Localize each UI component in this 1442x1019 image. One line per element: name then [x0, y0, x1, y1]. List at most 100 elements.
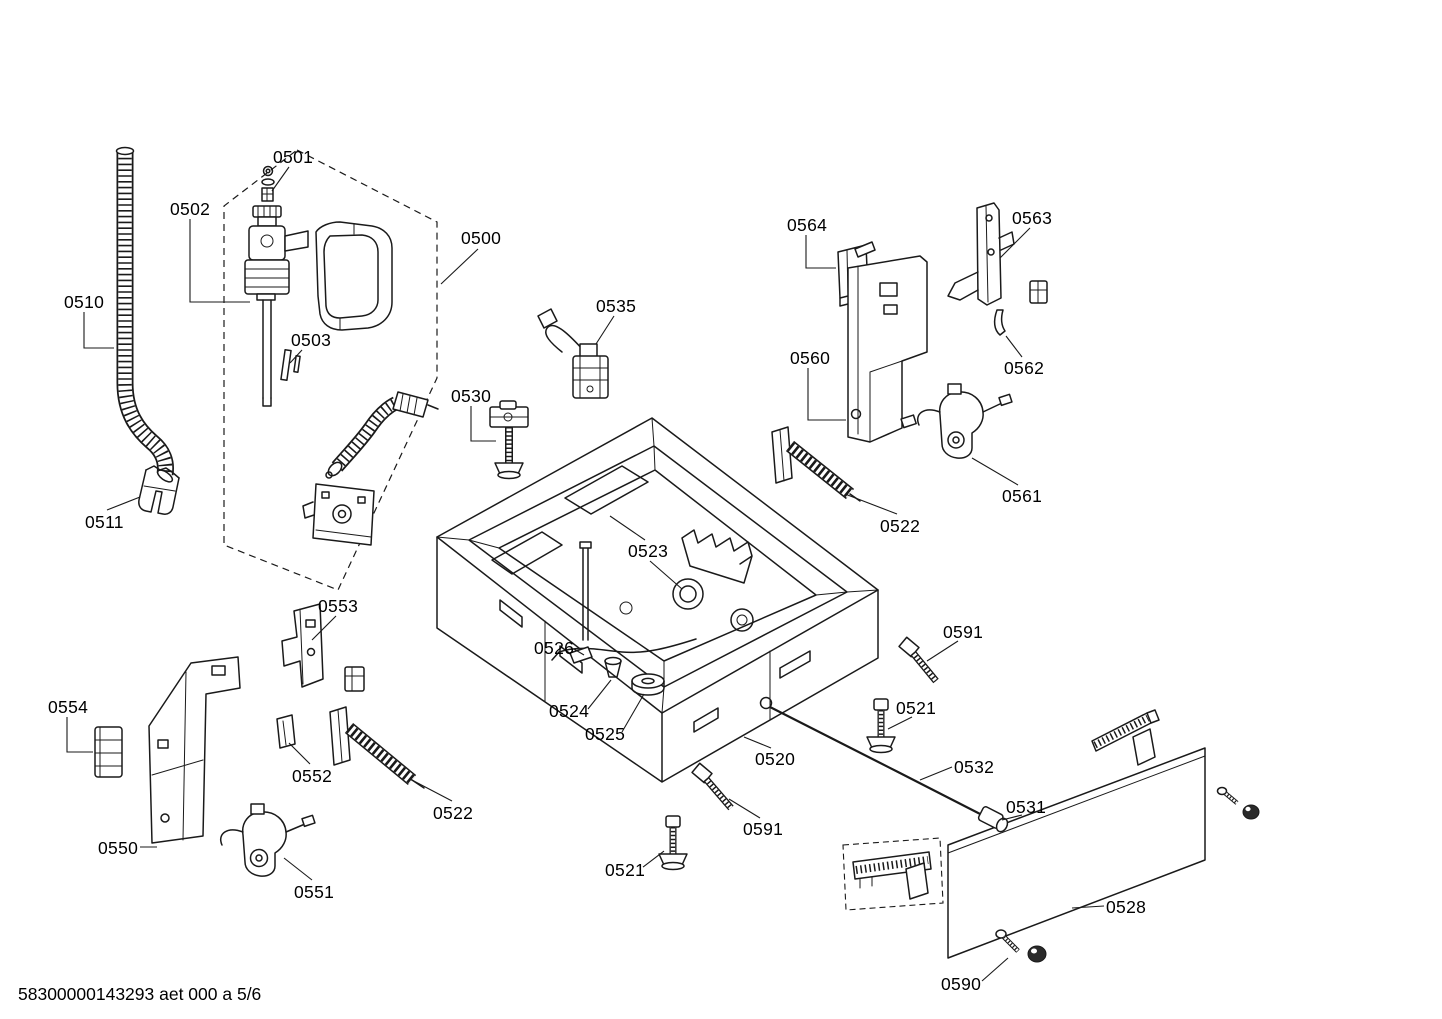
- part-label-0591-right: 0591: [943, 622, 984, 642]
- part-label-0531: 0531: [1006, 797, 1047, 817]
- drain-hose: [115, 146, 174, 483]
- leader-0523b: [649, 560, 683, 590]
- part-label-0551: 0551: [294, 882, 335, 902]
- screw-0591-right: [898, 636, 939, 684]
- part-label-0521-left: 0521: [605, 860, 646, 880]
- part-label-0590: 0590: [941, 974, 982, 994]
- leader-0552: [288, 742, 311, 765]
- part-label-0554: 0554: [48, 697, 89, 717]
- leader-0521-left: [642, 850, 665, 868]
- leader-0510: [83, 312, 114, 349]
- leader-0500: [440, 248, 479, 285]
- sleeve-0531: [977, 806, 1009, 833]
- screw-0591-left: [691, 762, 734, 811]
- part-label-0560: 0560: [790, 348, 831, 368]
- part-label-0503: 0503: [291, 330, 332, 350]
- leader-0531: [1001, 814, 1023, 821]
- terminal-strip-group-0590: [842, 837, 944, 911]
- part-label-0521-right: 0521: [896, 698, 937, 718]
- foot-bolt-0521-left: [658, 815, 688, 871]
- leader-0525: [621, 693, 645, 733]
- base-tub: [436, 417, 879, 783]
- hose-clip-fork: [138, 465, 180, 515]
- adjustable-foot-0530: [489, 400, 529, 480]
- aquastop-valve: [244, 165, 309, 407]
- leader-0528: [1071, 905, 1105, 909]
- riser-tube-parts: [280, 348, 301, 382]
- tension-spring-right: [771, 426, 861, 502]
- leader-0522-right: [844, 493, 898, 515]
- leader-0530: [470, 406, 496, 442]
- leader-0554: [66, 717, 93, 753]
- clip-small: [344, 666, 365, 692]
- microswitch-cable: [537, 308, 609, 399]
- leader-0564: [805, 235, 836, 269]
- part-label-0553: 0553: [318, 596, 359, 616]
- part-label-0502: 0502: [170, 199, 211, 219]
- leader-0526: [573, 648, 585, 656]
- part-label-0564: 0564: [787, 215, 828, 235]
- foot-bolt-0521-right: [866, 698, 896, 754]
- mounting-bracket-0550: [148, 656, 241, 844]
- inlet-valve-group-outline: [223, 149, 438, 591]
- actuator-motor-0561: [900, 383, 1013, 459]
- part-label-0500: 0500: [461, 228, 502, 248]
- clip-0562: [993, 280, 1048, 336]
- part-label-0511: 0511: [85, 512, 124, 532]
- leader-0532: [919, 766, 953, 781]
- leader-0502: [189, 219, 250, 303]
- part-label-0591-left: 0591: [743, 819, 784, 839]
- leader-0511: [106, 496, 141, 511]
- part-label-0526: 0526: [534, 638, 575, 658]
- leader-0522-left: [409, 778, 453, 802]
- part-label-0550: 0550: [98, 838, 139, 858]
- valve-outlet-hose: [325, 391, 439, 479]
- part-label-0535: 0535: [596, 296, 637, 316]
- screws-0590: [995, 929, 1047, 963]
- leader-0535: [595, 315, 615, 345]
- leader-0591-left: [728, 798, 761, 819]
- leader-0501: [271, 166, 290, 192]
- leader-0562: [1005, 335, 1023, 358]
- document-number: 58300000143293 aet 000 a 5/6: [18, 984, 262, 1004]
- leader-0563: [999, 227, 1031, 259]
- mounting-panel-0560: [847, 241, 928, 443]
- leader-0551: [283, 857, 313, 881]
- part-label-0522-right: 0522: [880, 516, 921, 536]
- part-label-0528: 0528: [1106, 897, 1147, 917]
- valve-mounting-plate: [302, 483, 375, 546]
- leader-0553: [311, 615, 337, 641]
- leader-0590: [981, 957, 1009, 982]
- leader-0560: [807, 368, 846, 421]
- leader-0561: [971, 457, 1019, 486]
- clip-0552: [276, 714, 296, 749]
- leader-0591-right: [926, 640, 959, 662]
- terminal-strip-top: [1091, 709, 1160, 766]
- part-label-0524: 0524: [549, 701, 590, 721]
- part-label-0530: 0530: [451, 386, 492, 406]
- door-spring-rod-0532: [769, 706, 987, 818]
- valve-housing: [315, 221, 393, 331]
- part-label-0562: 0562: [1004, 358, 1045, 378]
- leader-0521-right: [887, 716, 913, 730]
- part-label-0523: 0523: [628, 541, 669, 561]
- leader-0524: [587, 679, 612, 710]
- leader-0503: [289, 349, 303, 364]
- actuator-motor-0551: [220, 803, 316, 877]
- leader-0523a: [609, 515, 646, 541]
- bracket-0553: [281, 603, 324, 688]
- part-label-0563: 0563: [1012, 208, 1053, 228]
- side-panel-0528: [947, 747, 1206, 959]
- part-label-0501: 0501: [273, 147, 314, 167]
- part-label-0520: 0520: [755, 749, 796, 769]
- leader-0520: [743, 736, 772, 749]
- tension-spring-left: [329, 706, 425, 789]
- part-label-0522-left: 0522: [433, 803, 474, 823]
- part-label-0561: 0561: [1002, 486, 1043, 506]
- screw-cap-right: [1216, 786, 1260, 820]
- part-label-0525: 0525: [585, 724, 626, 744]
- part-label-0552: 0552: [292, 766, 333, 786]
- bracket-0563: [947, 202, 1015, 306]
